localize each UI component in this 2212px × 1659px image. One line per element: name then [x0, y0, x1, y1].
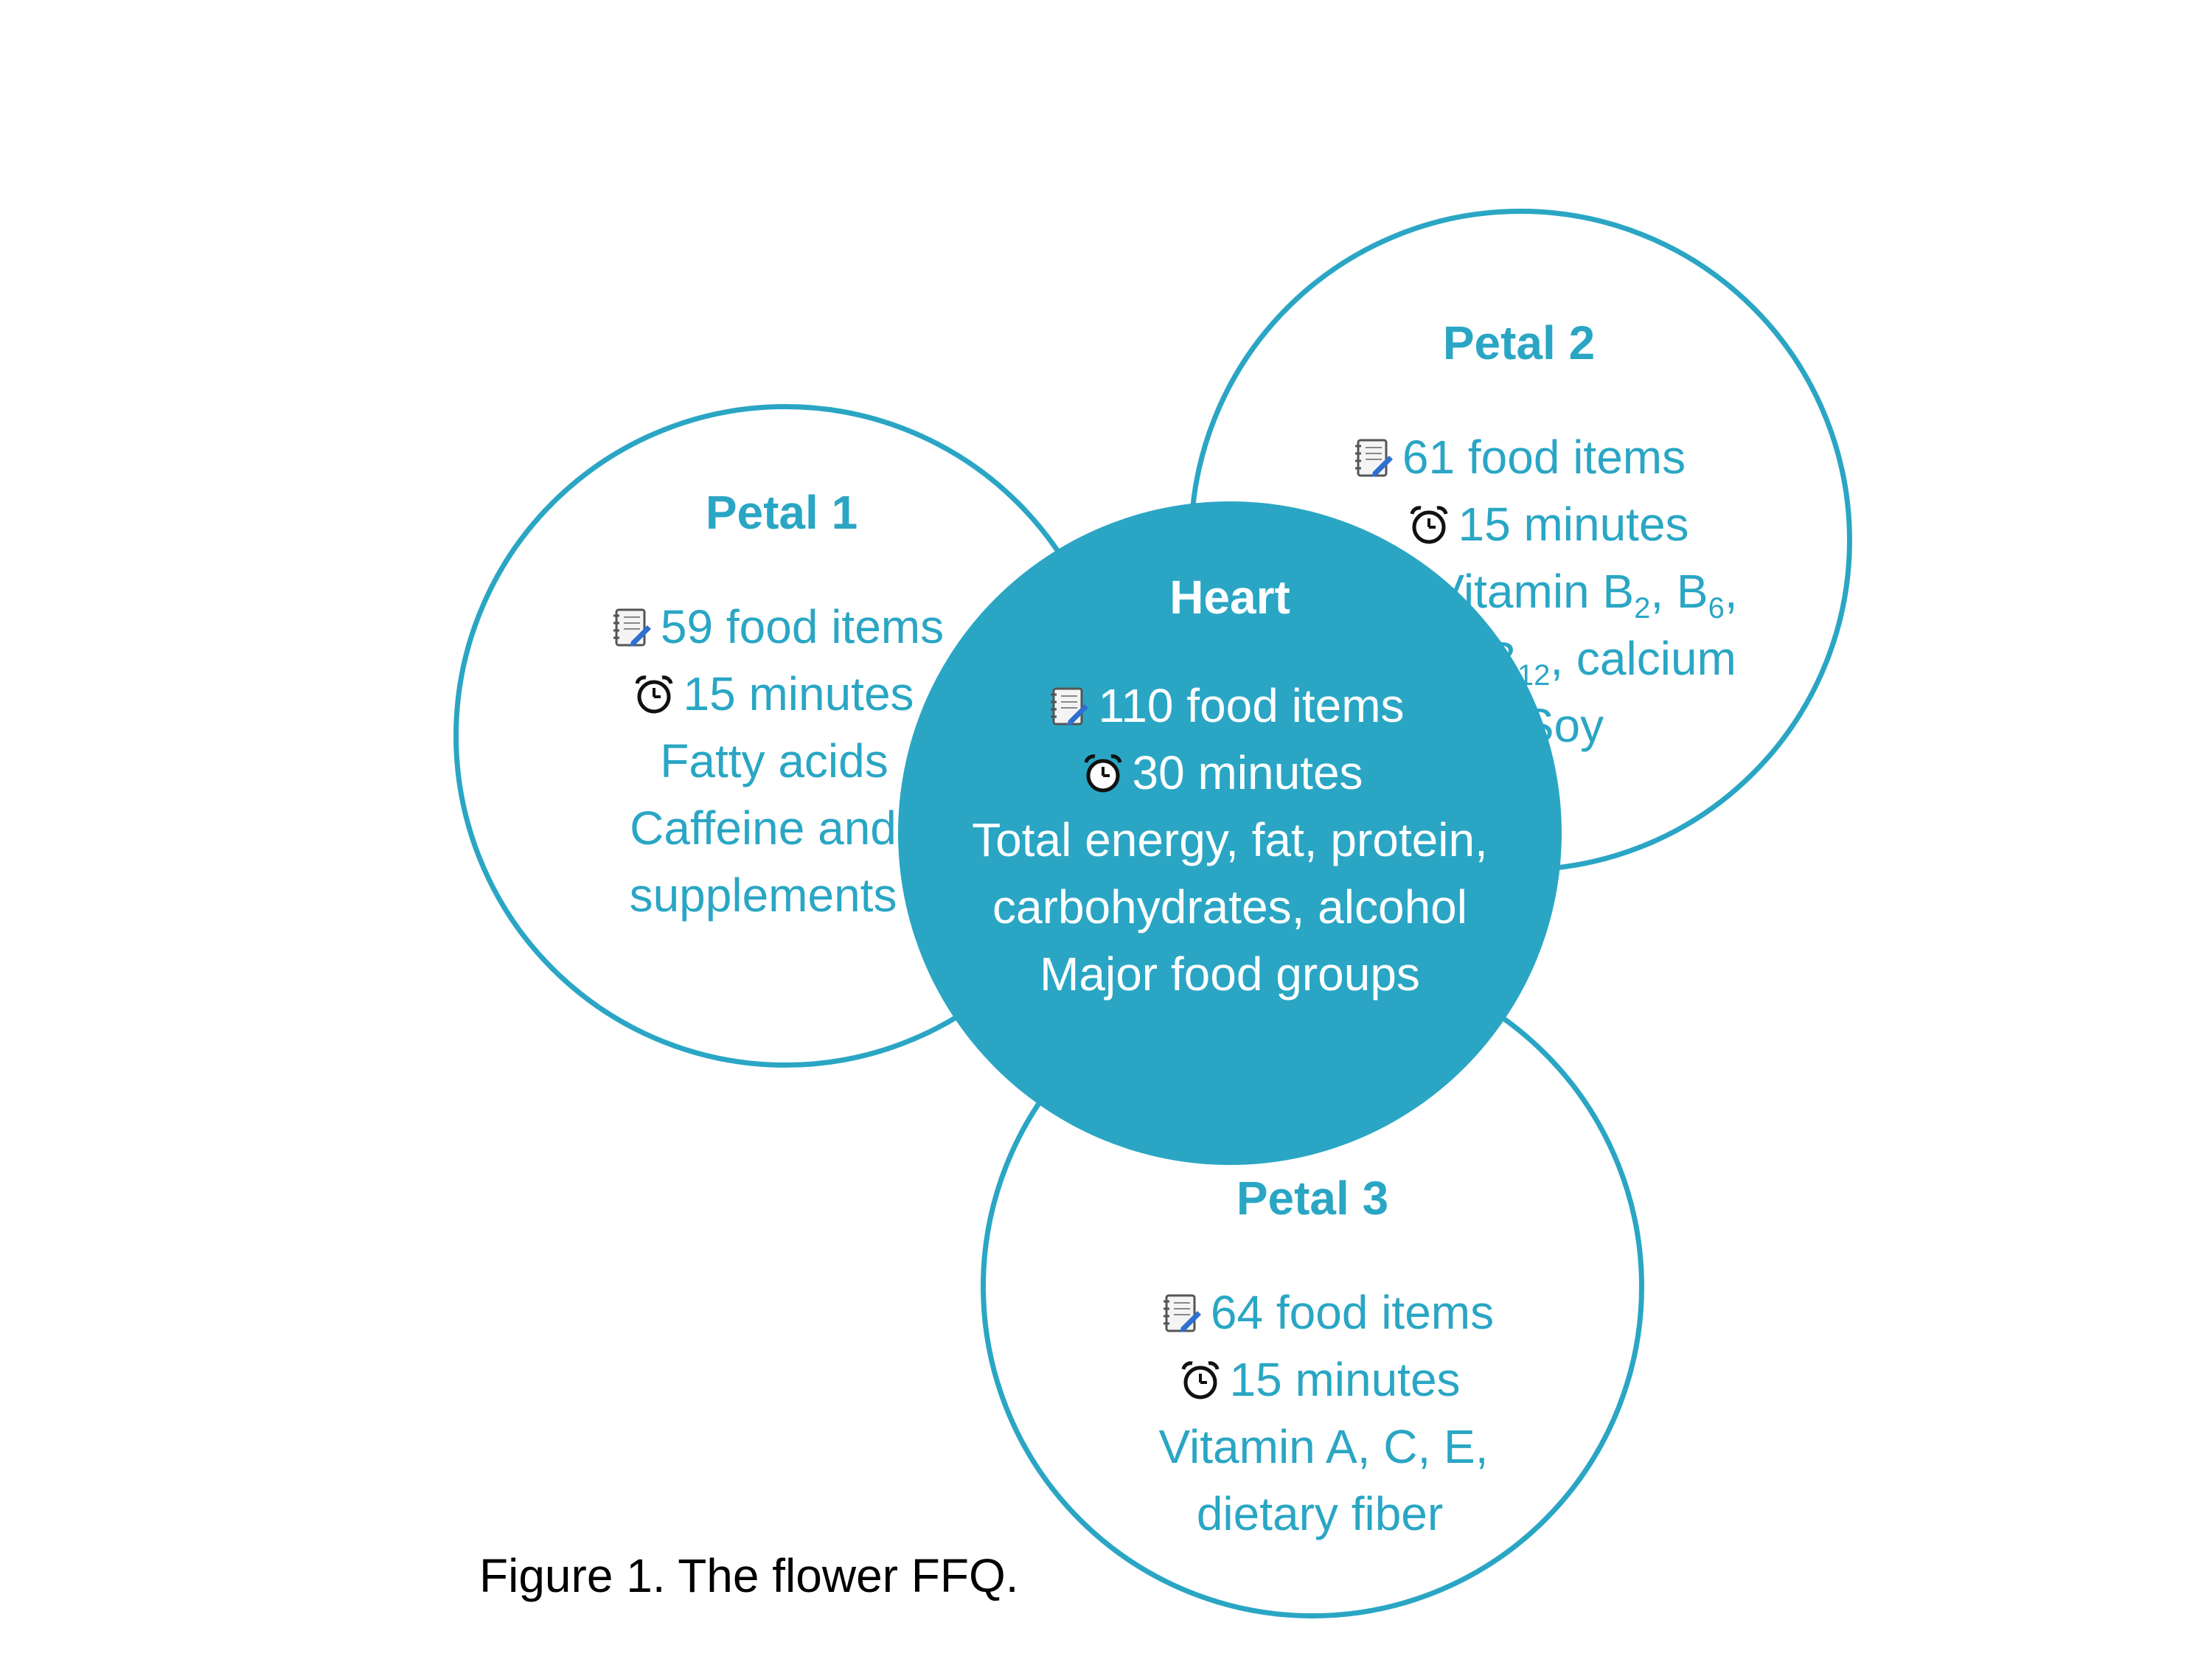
petal-3-time: 15 minutes [1229, 1353, 1461, 1406]
figure-caption: Figure 1. The flower FFQ. [479, 1549, 1019, 1602]
heart-circle [898, 501, 1562, 1165]
notebook-icon [611, 606, 653, 649]
notebook-icon [1161, 1292, 1203, 1335]
petal-3-items: 64 food items [1210, 1286, 1495, 1339]
petal-2-title: Petal 2 [1442, 316, 1596, 369]
petal-3-nutrient-2: dietary fiber [1196, 1487, 1444, 1540]
petal-3-text: Petal 3 64 food items 15 minutes Vitamin… [1054, 1165, 1571, 1548]
notebook-icon [1048, 685, 1091, 728]
petal-1-time: 15 minutes [683, 667, 914, 720]
petal-1-nutrient-3: supplements [629, 869, 897, 922]
petal-3-title: Petal 3 [1236, 1172, 1389, 1225]
alarm-clock-icon [1179, 1359, 1222, 1402]
heart-nutrient-2: carbohydrates, alcohol [992, 880, 1467, 933]
heart-nutrient-1: Total energy, fat, protein, [972, 813, 1488, 866]
alarm-clock-icon [633, 673, 675, 716]
petal-3-nutrient-1: Vitamin A, C, E, [1158, 1420, 1489, 1473]
petal-2-time: 15 minutes [1458, 498, 1689, 551]
petal-1-title: Petal 1 [705, 486, 858, 539]
alarm-clock-icon [1408, 504, 1450, 546]
heart-items: 110 food items [1098, 679, 1405, 732]
petal-2-items: 61 food items [1402, 431, 1686, 484]
heart-text: Heart 110 food items 30 minutes Total en… [898, 564, 1562, 1008]
alarm-clock-icon [1082, 752, 1124, 795]
heart-nutrient-3: Major food groups [1040, 947, 1420, 1001]
heart-title: Heart [1169, 571, 1290, 624]
petal-1-nutrient-2: Caffeine and [630, 801, 897, 855]
petal-1-items: 59 food items [660, 600, 945, 653]
petal-1-nutrient-1: Fatty acids [660, 734, 888, 787]
petal-1-text: Petal 1 59 food items 15 minutes Fatty a… [524, 479, 1040, 929]
heart-time: 30 minutes [1132, 746, 1363, 799]
notebook-icon [1352, 437, 1395, 479]
